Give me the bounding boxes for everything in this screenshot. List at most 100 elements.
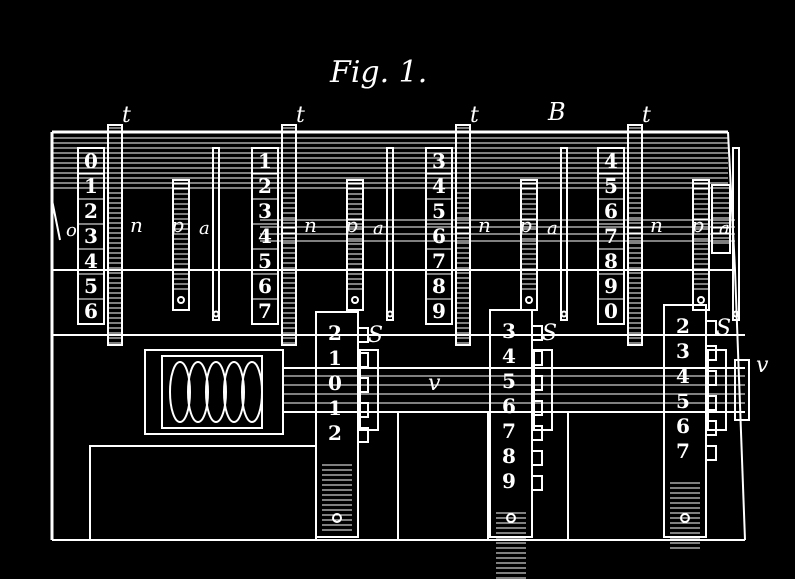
rack-digit: 1: [328, 396, 342, 420]
spring-coil: [187, 361, 209, 423]
rack-tooth-block: [705, 445, 717, 461]
rack-digit: 7: [502, 419, 516, 443]
column-digit: 7: [432, 249, 446, 273]
rack-tooth-block: [531, 375, 543, 391]
wheel-label-S: S: [542, 321, 557, 346]
label-a: a: [719, 218, 730, 239]
rack-label-t: t: [296, 103, 305, 128]
rack-digit: 4: [502, 344, 516, 368]
rack-label-t: t: [470, 103, 479, 128]
rack-digit: 3: [676, 339, 690, 363]
label-a: a: [199, 218, 210, 239]
frame-left-bevel: [51, 199, 61, 241]
label-n: n: [304, 213, 317, 237]
wheel-hub: [707, 349, 727, 431]
thin-rod: [386, 147, 394, 321]
column-digit: 2: [84, 199, 98, 223]
rack-digit: 6: [502, 394, 516, 418]
calculating-mechanism: [50, 124, 750, 579]
rack-digit: 2: [676, 314, 690, 338]
rack-tooth-block: [705, 320, 717, 336]
thin-rod: [560, 147, 568, 321]
pinion-rack: [346, 179, 364, 311]
column-digit: 5: [258, 249, 272, 273]
column-digit: 3: [84, 224, 98, 248]
rack-tooth-block: [705, 370, 717, 386]
rack-tooth-block: [357, 352, 369, 368]
rack-tooth-block: [531, 425, 543, 441]
rack-digit: 7: [676, 439, 690, 463]
column-digit: 2: [258, 174, 272, 198]
label-p: p: [171, 213, 184, 237]
label-p: p: [345, 213, 358, 237]
column-digit: 9: [604, 274, 618, 298]
toothed-rack: [107, 124, 123, 346]
rack-digit: 8: [502, 444, 516, 468]
column-digit: 5: [604, 174, 618, 198]
label-o-left: o: [66, 220, 77, 241]
rod-hole: [732, 310, 740, 318]
column-digit: 9: [432, 299, 446, 323]
label-n: n: [130, 213, 143, 237]
label-a: a: [547, 218, 558, 239]
lower-rack-hole: [506, 513, 516, 523]
toothed-rack: [627, 124, 643, 346]
lower-rack: [315, 311, 359, 538]
toothed-rack: [281, 124, 297, 346]
column-digit: 7: [604, 224, 618, 248]
thin-rod: [732, 147, 740, 321]
column-digit: 3: [258, 199, 272, 223]
pivot-hole: [697, 296, 705, 304]
lower-housing-left: [89, 445, 317, 541]
rack-tooth-block: [531, 450, 543, 466]
label-n: n: [650, 213, 663, 237]
rack-tooth-block: [531, 400, 543, 416]
rack-tooth-block: [531, 475, 543, 491]
shaft-label-v: v: [428, 371, 441, 396]
rack-digit: 2: [328, 321, 342, 345]
right-end-gear: [711, 184, 731, 254]
rack-tooth-block: [705, 345, 717, 361]
spring-housing: [144, 349, 284, 435]
column-digit: 8: [604, 249, 618, 273]
rack-tooth-block: [531, 325, 543, 341]
rack-label-t: t: [642, 103, 651, 128]
spring-coil: [241, 361, 263, 423]
thin-rod: [212, 147, 220, 321]
spring-coil: [205, 361, 227, 423]
spring-coil: [169, 361, 191, 423]
rack-digit: 6: [676, 414, 690, 438]
rod-hole: [212, 310, 220, 318]
rack-digit: 0: [328, 371, 342, 395]
lower-rack: [489, 309, 533, 538]
pinion-rack: [172, 179, 190, 311]
column-digit: 6: [258, 274, 272, 298]
wheel-hub: [359, 349, 379, 431]
lower-housing-middle: [397, 411, 489, 541]
rack-tooth-block: [357, 327, 369, 343]
rack-tooth-block: [357, 427, 369, 443]
column-digit: 8: [432, 274, 446, 298]
shaft-end-label-v: v: [756, 353, 769, 378]
column-digit: 6: [84, 299, 98, 323]
rack-tooth-block: [705, 395, 717, 411]
column-digit: 0: [604, 299, 618, 323]
rack-digit: 5: [502, 369, 516, 393]
spring-coil: [223, 361, 245, 423]
figure-title: Fig. 1.: [329, 55, 427, 90]
label-n: n: [478, 213, 491, 237]
lower-rack-hole: [332, 513, 342, 523]
wheel-label-S: S: [716, 316, 731, 341]
column-digit: 6: [432, 224, 446, 248]
label-p: p: [519, 213, 532, 237]
rod-hole: [386, 310, 394, 318]
column-digit: 1: [258, 149, 272, 173]
label-a: a: [373, 218, 384, 239]
pivot-hole: [351, 296, 359, 304]
toothed-rack: [455, 124, 471, 346]
column-digit: 4: [258, 224, 272, 248]
pivot-hole: [177, 296, 185, 304]
column-digit: 0: [84, 149, 98, 173]
column-digit: 3: [432, 149, 446, 173]
